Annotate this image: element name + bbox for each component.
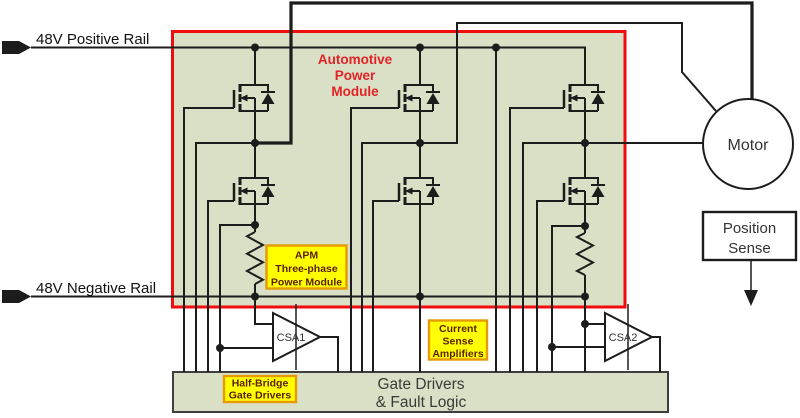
gate-box-line1: Gate Drivers xyxy=(378,376,465,393)
phase-a-motor-line xyxy=(255,1,754,145)
half-bridge-callout-line1: Half-Bridge xyxy=(232,378,289,390)
apm-callout: APM Three-phase Power Module xyxy=(265,244,348,290)
automotive-power-module-box xyxy=(171,30,627,309)
motor-label: Motor xyxy=(728,137,770,154)
position-sense-line1: Position xyxy=(723,220,776,237)
csa2-amplifier: CSA2 xyxy=(552,304,661,372)
module-title-line2: Power xyxy=(335,68,376,83)
csa-callout-line1: Current xyxy=(439,323,477,335)
gate-box-line2: & Fault Logic xyxy=(376,394,467,411)
half-bridge-callout: Half-Bridge Gate Drivers xyxy=(222,374,298,404)
module-title-line1: Automotive xyxy=(318,52,393,67)
shunt-resistor-c xyxy=(574,232,596,276)
position-sense-box xyxy=(701,210,798,262)
motor-circle xyxy=(702,98,794,190)
phase-a-wires xyxy=(183,47,266,372)
half-bridge-callout-line2: Gate Drivers xyxy=(229,390,292,402)
negative-rail-label: 48V Negative Rail xyxy=(36,280,156,297)
module-title: Automotive Power Module xyxy=(318,52,393,99)
down-arrow-icon xyxy=(744,290,758,306)
apm-callout-line1: APM xyxy=(295,250,319,262)
negative-rail-connector-icon xyxy=(2,290,31,303)
positive-rail: 48V Positive Rail xyxy=(2,31,586,77)
shunt-resistor-a xyxy=(244,231,266,285)
position-sense: Position Sense xyxy=(701,210,798,306)
csa2-label: CSA2 xyxy=(609,332,638,344)
csa-callout: Current Sense Amplifiers xyxy=(427,319,489,361)
junction-dots xyxy=(216,43,589,352)
apm-callout-line3: Power Module xyxy=(271,277,342,289)
phase-b-wires xyxy=(350,47,421,372)
csa1-label: CSA1 xyxy=(277,332,306,344)
csa-callout-line2: Sense xyxy=(443,336,474,348)
position-sense-line2: Sense xyxy=(728,240,771,257)
csa1-amplifier: CSA1 xyxy=(220,296,339,372)
gate-box-title: Gate Drivers & Fault Logic xyxy=(376,376,467,411)
module-title-line3: Module xyxy=(331,84,379,99)
phase-b-motor-line xyxy=(420,22,717,144)
negative-rail: 48V Negative Rail xyxy=(2,280,587,303)
apm-callout-line2: Three-phase xyxy=(275,263,338,275)
csa-callout-line3: Amplifiers xyxy=(432,348,484,360)
phase-c-wires xyxy=(495,47,596,372)
motor: Motor xyxy=(702,98,794,190)
positive-rail-connector-icon xyxy=(2,41,31,54)
positive-rail-label: 48V Positive Rail xyxy=(36,31,149,48)
